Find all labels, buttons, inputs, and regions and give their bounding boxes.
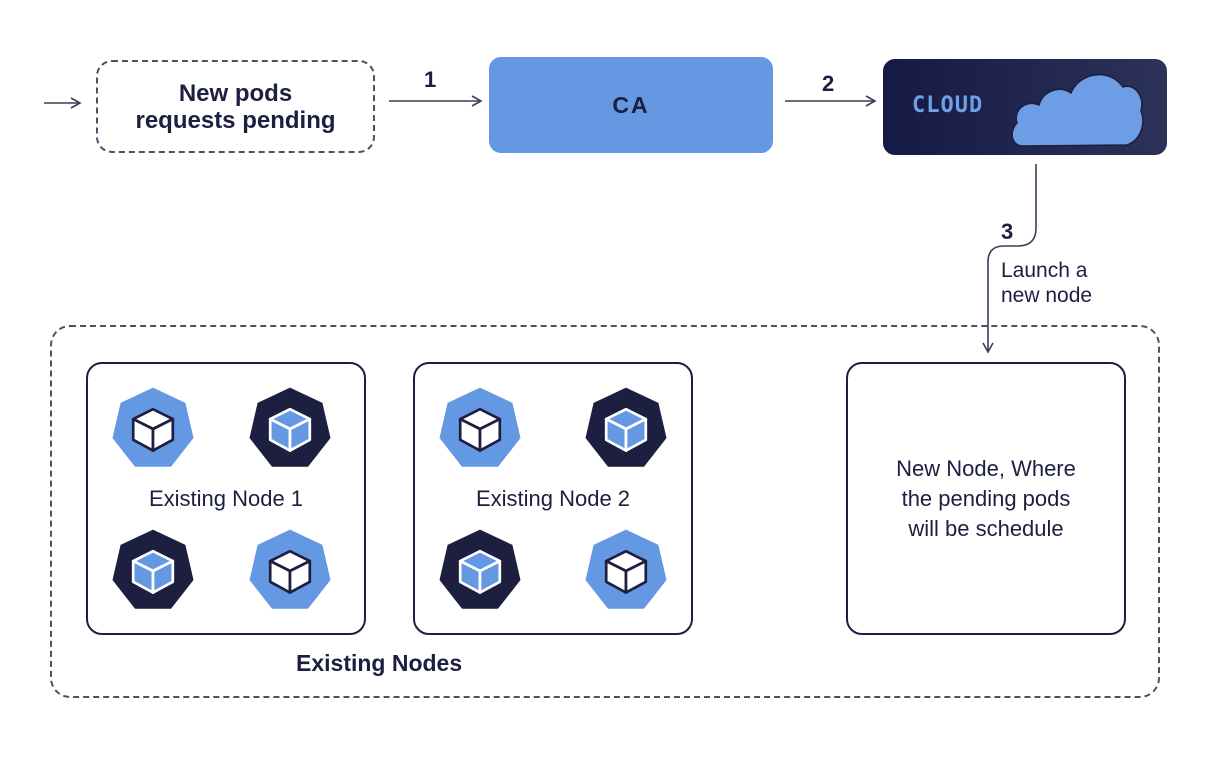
existing-node-2: Existing Node 2: [413, 362, 693, 635]
ca-label: CA: [612, 91, 650, 118]
pod-cube-icon: [585, 387, 667, 467]
pending-pods-box: New pods requests pending: [96, 60, 375, 153]
pod-cube-icon: [112, 529, 194, 609]
existing-node-label: Existing Node 2: [475, 486, 631, 511]
pod-cube-icon: [439, 529, 521, 609]
pod-cube-icon: [439, 387, 521, 467]
new-node-label: New Node, Where the pending pods will be…: [896, 455, 1076, 541]
step-1-label: 1: [424, 67, 437, 92]
nodes-group: [50, 325, 1160, 698]
arrow-cloud-to-new-node: [982, 164, 1037, 354]
pending-pods-label: New pods requests pending: [135, 79, 336, 134]
cloud-icon: [1011, 73, 1144, 147]
new-node-box: New Node, Where the pending pods will be…: [846, 362, 1126, 635]
launch-node-note: Launch a new node: [1001, 259, 1093, 307]
step-2-label: 2: [822, 71, 835, 96]
pod-cube-icon: [112, 387, 194, 467]
cloud-label: CLOUD: [912, 93, 984, 118]
step-3-label: 3: [1001, 219, 1014, 244]
cluster-autoscaler-box: CA: [489, 57, 773, 153]
existing-nodes-label: Existing Nodes: [296, 650, 463, 676]
pod-cube-icon: [585, 529, 667, 609]
existing-node-1: Existing Node 1: [86, 362, 366, 635]
existing-node-label: Existing Node 1: [148, 486, 304, 511]
cloud-box: CLOUD: [883, 59, 1167, 155]
pod-cube-icon: [249, 387, 331, 467]
pod-cube-icon: [249, 529, 331, 609]
